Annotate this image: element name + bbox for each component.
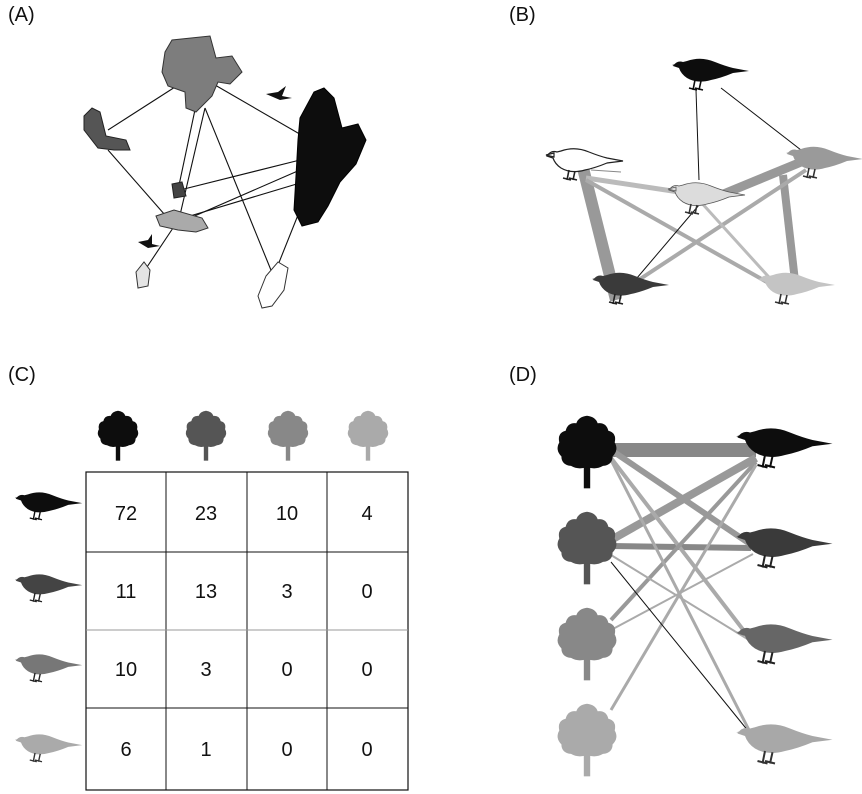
panel-d-links [609, 443, 758, 733]
panel-d-label: (D) [509, 364, 537, 386]
panel-a-links [107, 79, 311, 286]
panel-c-label: (C) [8, 364, 36, 386]
cell-r1-c4: 4 [361, 503, 372, 525]
tree-icon-d-black [557, 415, 617, 489]
flying-bird-icon [266, 86, 292, 100]
bird-icon-row-3 [14, 653, 83, 683]
tree-icon-d-dark [557, 511, 617, 585]
cell-r2-c1: 11 [116, 581, 137, 603]
panel-c: (C) 72 23 10 4 11 13 3 0 10 3 [0, 350, 431, 794]
tree-icon-light [347, 410, 389, 461]
tree-icon-mid [267, 410, 309, 461]
tree-icon-black [97, 410, 139, 461]
cell-r4-c3: 0 [281, 739, 292, 761]
panel-a-map [83, 35, 367, 309]
bird-icon-row-1 [14, 491, 83, 521]
cell-r4-c2: 1 [200, 739, 211, 761]
panel-d: (D) [431, 350, 862, 794]
patch-right-black [293, 87, 367, 227]
patch-center-light [155, 209, 209, 233]
bird-icon-d-dark [735, 527, 834, 569]
cell-r1-c3: 10 [276, 503, 298, 525]
bird-icon-d-light [735, 723, 834, 765]
bird-icon-row-2 [14, 573, 83, 603]
cell-r3-c2: 3 [200, 659, 211, 681]
flying-bird-icon-2 [138, 234, 160, 248]
patch-small-dark [171, 181, 187, 199]
bird-icon-silver [757, 271, 836, 305]
cell-r3-c4: 0 [361, 659, 372, 681]
panel-a: (A) [0, 0, 431, 350]
panel-d-bipartite [557, 415, 834, 777]
panel-b-network [545, 57, 862, 305]
bird-icon-row-4 [14, 733, 83, 763]
patch-bottom-white [257, 261, 289, 309]
cell-r2-c4: 0 [361, 581, 372, 603]
cell-r2-c2: 13 [195, 581, 217, 603]
cell-r3-c1: 10 [115, 659, 137, 681]
cell-r4-c1: 6 [120, 739, 131, 761]
cell-r3-c3: 0 [281, 659, 292, 681]
panel-a-label: (A) [8, 4, 35, 26]
patch-bottom-left [135, 261, 151, 289]
patch-left [83, 107, 131, 151]
matrix-cells: 72 23 10 4 11 13 3 0 10 3 0 0 6 1 0 0 [115, 503, 373, 761]
bird-icon-dark [591, 271, 670, 305]
panel-c-matrix: 72 23 10 4 11 13 3 0 10 3 0 0 6 1 0 0 [14, 410, 409, 791]
patch-top [161, 35, 243, 113]
matrix-grid [85, 471, 409, 791]
cell-r4-c4: 0 [361, 739, 372, 761]
tree-icon-dark [185, 410, 227, 461]
cell-r2-c3: 3 [281, 581, 292, 603]
panel-b-label: (B) [509, 4, 536, 26]
bird-icon-d-mid [735, 623, 834, 665]
cell-r1-c2: 23 [195, 503, 217, 525]
tree-icon-d-mid [557, 607, 617, 681]
bird-icon-black [671, 57, 750, 91]
cell-r1-c1: 72 [115, 503, 137, 525]
panel-b: (B) [431, 0, 862, 350]
tree-icon-d-light [557, 703, 617, 777]
